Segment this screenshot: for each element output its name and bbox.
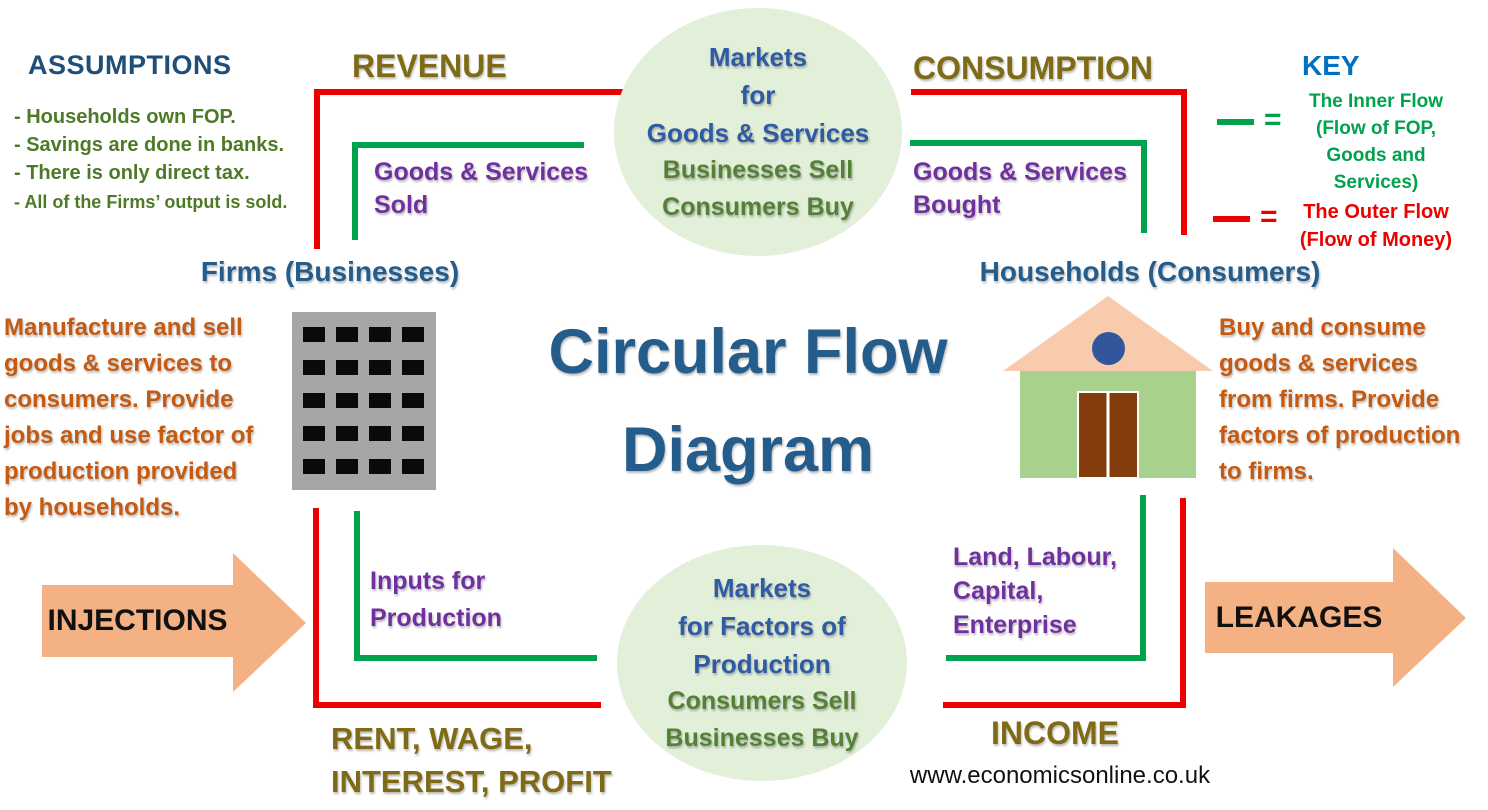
arrow-head-icon [1393, 548, 1466, 687]
key-heading: KEY [1302, 50, 1360, 81]
text-line: (Flow of FOP, [1316, 118, 1436, 139]
text-line: Manufacture and sell [4, 314, 243, 341]
website-url: www.economicsonline.co.uk [909, 762, 1211, 789]
text-line: INTEREST, PROFIT [331, 764, 612, 799]
text-line: Goods & Services [374, 158, 588, 186]
text-line: Inputs for [370, 567, 486, 595]
assumptions-heading: ASSUMPTIONS [28, 50, 232, 80]
text-line: by households. [4, 494, 181, 521]
rent-wage-interest-profit-label: RENT, WAGE, INTEREST, PROFIT [331, 717, 612, 803]
market-factors-production-ellipse: Markets for Factors of Production Consum… [617, 545, 907, 781]
text-line: The Outer Flow [1303, 201, 1449, 223]
text-line: Businesses Sell [662, 156, 854, 184]
text-line: Markets [712, 573, 812, 603]
text-line: Sold [374, 191, 429, 219]
land-labour-capital-enterprise-label: Land, Labour, Capital, Enterprise [953, 540, 1117, 642]
text-line: Goods and [1326, 145, 1426, 166]
key-outer-flow-label: The Outer Flow (Flow of Money) [1274, 198, 1478, 254]
text-line: Diagram [621, 415, 875, 485]
text-line: to firms. [1219, 458, 1314, 485]
page-title: Circular Flow Diagram [478, 303, 1018, 499]
income-label: INCOME [991, 715, 1119, 751]
text-line: from firms. Provide [1219, 386, 1440, 413]
injections-label: INJECTIONS [42, 585, 233, 657]
revenue-label: REVENUE [352, 48, 507, 84]
text-line: for [740, 80, 776, 110]
households-description: Buy and consume goods & services from fi… [1219, 310, 1460, 490]
text-line: goods & services [1219, 350, 1418, 377]
text-line: Land, Labour, [953, 543, 1117, 571]
key-outer-equals: = [1260, 200, 1278, 233]
text-line: Consumers Buy [662, 193, 854, 221]
text-line: RENT, WAGE, [331, 721, 533, 756]
text-line: for Factors of [678, 611, 846, 641]
inputs-for-production-label: Inputs for Production [370, 563, 502, 637]
text-line: (Flow of Money) [1299, 229, 1453, 251]
assumption-item: - There is only direct tax. [14, 162, 250, 184]
goods-services-sold-label: Goods & Services Sold [374, 156, 588, 222]
assumption-item: - Savings are done in banks. [14, 134, 285, 156]
text-line: goods & services to [4, 350, 233, 377]
text-line: The Inner Flow [1308, 91, 1444, 112]
house-door-icon [1077, 391, 1139, 479]
market-goods-services-ellipse: Markets for Goods & Services Businesses … [614, 8, 902, 256]
text-line: Production [370, 604, 502, 632]
consumption-label: CONSUMPTION [913, 50, 1153, 86]
key-inner-flow-label: The Inner Flow (Flow of FOP, Goods and S… [1278, 88, 1474, 196]
text-line: production provided [4, 458, 238, 485]
text-line: Consumers Sell [667, 687, 857, 715]
text-line: consumers. Provide [4, 386, 234, 413]
text-line: Bought [913, 191, 1001, 219]
text-line: factors of production [1219, 422, 1461, 449]
text-line: Enterprise [953, 611, 1077, 639]
injections-arrow: INJECTIONS [42, 553, 348, 692]
text-line: Buy and consume [1219, 314, 1426, 341]
leakages-arrow: LEAKAGES [1205, 548, 1467, 687]
households-heading: Households (Consumers) [979, 256, 1321, 287]
arrow-head-icon [233, 553, 306, 692]
house-round-window-icon [1092, 332, 1125, 365]
text-line: Capital, [953, 577, 1044, 605]
text-line: Markets [708, 42, 808, 72]
text-line: Production [693, 649, 831, 679]
text-line: Goods & Services [646, 118, 870, 148]
assumption-item: - All of the Firms’ output is sold. [14, 192, 288, 212]
text-line: jobs and use factor of [4, 422, 254, 449]
text-line: Services) [1333, 172, 1419, 193]
goods-services-bought-label: Goods & Services Bought [913, 156, 1127, 222]
text-line: Circular Flow [548, 317, 948, 387]
key-inner-equals: = [1264, 103, 1282, 136]
assumption-item: - Households own FOP. [14, 106, 236, 128]
text-line: Goods & Services [913, 158, 1127, 186]
firms-heading: Firms (Businesses) [200, 256, 460, 287]
leakages-label: LEAKAGES [1205, 582, 1393, 653]
factory-building-icon [292, 312, 436, 490]
firms-description: Manufacture and sell goods & services to… [4, 310, 253, 526]
text-line: Businesses Buy [665, 724, 859, 752]
